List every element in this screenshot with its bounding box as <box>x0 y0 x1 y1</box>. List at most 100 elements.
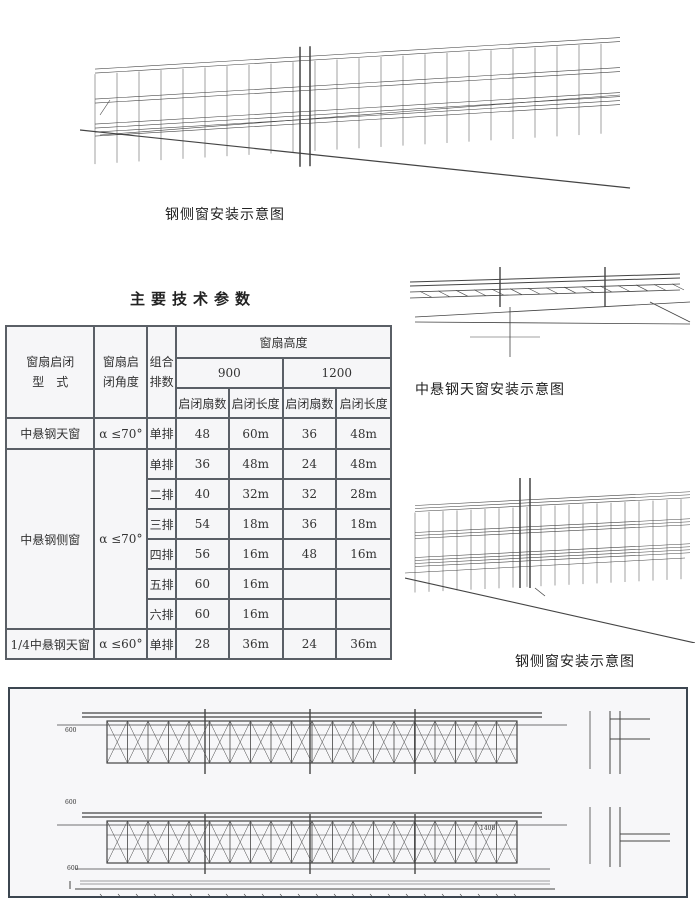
drawing-line <box>414 549 691 564</box>
drawing-line <box>455 290 469 297</box>
drawing-line <box>414 546 691 561</box>
cell-arrangement: 四排 <box>146 538 178 570</box>
cell-c900: 60 <box>175 598 230 630</box>
drawing-line <box>473 289 487 297</box>
drawing-line <box>332 720 354 764</box>
dim-label: 600 <box>65 727 77 734</box>
side-window-drawing <box>405 478 695 643</box>
drawing-line <box>649 301 691 323</box>
drawing-line <box>153 893 161 902</box>
drawing-line <box>405 557 686 574</box>
drawing-line <box>414 552 691 567</box>
cell-arrangement: 单排 <box>146 448 178 480</box>
drawing-line <box>135 893 143 902</box>
cell-l1200 <box>335 598 392 630</box>
cell-l900: 48m <box>227 448 284 480</box>
header-count-1200: 启闭扇数 <box>281 387 338 419</box>
drawing-line <box>229 720 251 764</box>
cell-c1200: 24 <box>281 628 338 660</box>
cell-type: 1/4中悬钢天窗 <box>4 628 96 660</box>
cell-c900: 36 <box>175 448 230 480</box>
drawing-line <box>414 301 691 318</box>
drawing-line <box>635 284 649 292</box>
drawing-line <box>80 129 631 189</box>
drawing-line <box>291 820 313 864</box>
drawing-line <box>94 100 621 133</box>
drawing-line <box>352 720 374 764</box>
drawing-line <box>409 273 681 283</box>
drawing-line <box>393 720 415 764</box>
cell-l900: 36m <box>227 628 284 660</box>
cell-c900: 40 <box>175 478 230 510</box>
cell-l1200: 48m <box>335 448 392 480</box>
header-count-900: 启闭扇数 <box>175 387 230 419</box>
drawing-line <box>351 893 359 902</box>
dim-label: 600 <box>65 799 77 806</box>
drawing-line <box>475 720 497 764</box>
drawing-line <box>477 893 485 902</box>
cell-l1200: 48m <box>335 417 392 450</box>
drawing-line <box>441 893 449 902</box>
cell-c1200: 32 <box>281 478 338 510</box>
drawing-line <box>409 277 681 287</box>
drawing-line <box>653 284 667 291</box>
drawing-line <box>414 521 691 536</box>
cell-type: 中悬钢侧窗 <box>4 448 96 630</box>
drawing-line <box>534 587 546 597</box>
dim-label: 1400 <box>480 825 496 832</box>
cell-type: 中悬钢天窗 <box>4 417 96 450</box>
drawing-line <box>373 720 395 764</box>
drawing-line <box>106 820 128 864</box>
drawing-line <box>513 893 521 902</box>
drawing-line <box>545 287 559 294</box>
drawing-line <box>581 286 595 293</box>
cell-l900: 16m <box>227 538 284 570</box>
header-height: 窗扇高度 <box>175 325 392 359</box>
drawing-line <box>311 820 333 864</box>
cell-l900: 60m <box>227 417 284 450</box>
drawing-line <box>147 820 169 864</box>
drawing-line <box>189 893 197 902</box>
header-rows: 组合排数 <box>146 325 178 419</box>
drawing-line <box>409 289 681 299</box>
header-length-900: 启闭长度 <box>227 387 284 419</box>
drawing-line <box>495 893 503 902</box>
drawing-line <box>414 491 691 506</box>
cell-c1200: 48 <box>281 538 338 570</box>
drawing-line <box>414 321 691 325</box>
cell-c1200 <box>281 568 338 600</box>
cell-angle: α ≤70° <box>93 417 149 450</box>
skylight-caption: 中悬钢天窗安装示意图 <box>415 382 565 398</box>
drawing-line <box>475 820 497 864</box>
drawing-line <box>99 94 621 136</box>
dim-label: 600 <box>67 865 79 872</box>
skylight-drawing <box>409 267 691 357</box>
drawing-line <box>94 71 621 104</box>
drawing-line <box>333 893 341 902</box>
drawing-line <box>127 720 149 764</box>
header-1200: 1200 <box>281 357 393 389</box>
drawing-line <box>414 524 691 539</box>
steel-side-window-drawing <box>80 37 631 189</box>
drawing-line <box>291 720 313 764</box>
drawing-line <box>369 893 377 902</box>
header-type: 窗扇启闭型 式 <box>4 325 96 419</box>
drawing-line <box>279 893 287 902</box>
drawing-line <box>332 820 354 864</box>
drawing-line <box>387 893 395 902</box>
technical-parameters-table: 窗扇启闭型 式 窗扇启闭角度 组合排数 窗扇高度 900 1200 启闭扇数 启… <box>4 325 393 660</box>
drawing-line <box>437 290 451 298</box>
cell-c1200 <box>281 598 338 630</box>
cell-l900: 16m <box>227 568 284 600</box>
drawing-line <box>171 893 179 902</box>
drawing-line <box>106 720 128 764</box>
side-window-caption: 钢侧窗安装示意图 <box>515 654 635 670</box>
cell-arrangement: 三排 <box>146 508 178 540</box>
drawing-line <box>209 720 231 764</box>
drawing-line <box>423 893 431 902</box>
cell-l900: 16m <box>227 598 284 630</box>
